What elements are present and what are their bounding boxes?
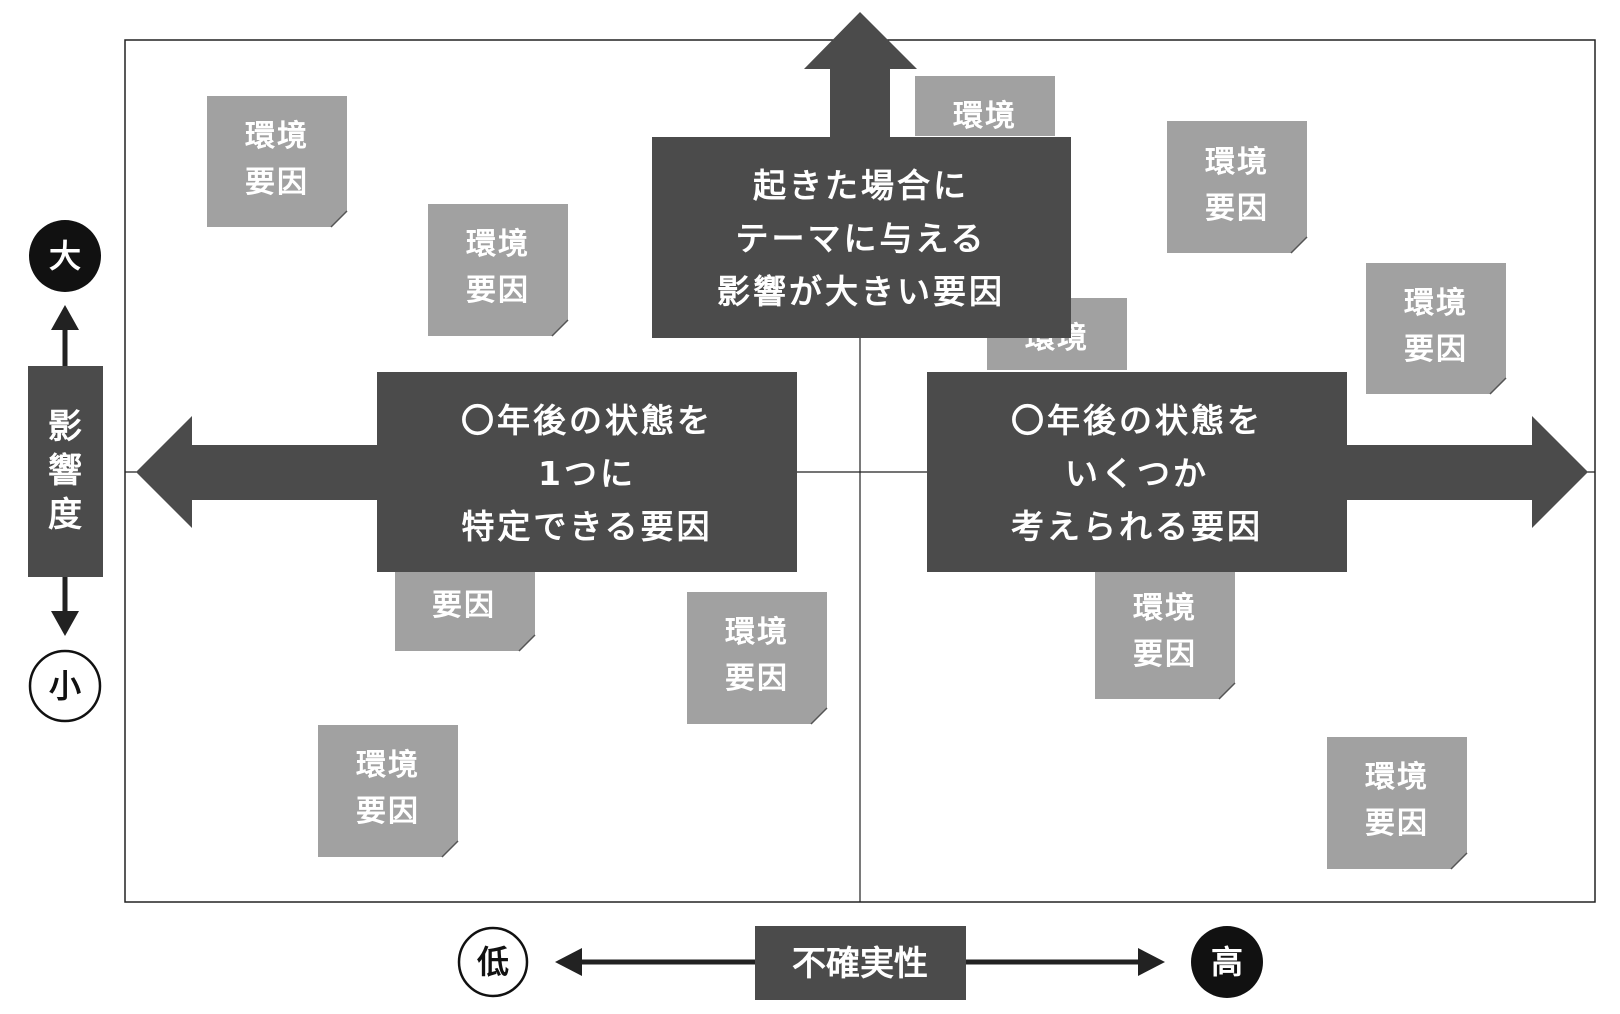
sticky-note: 環境 要因	[428, 204, 569, 337]
impact-label-box	[28, 366, 103, 577]
low-impact-label: 小	[49, 667, 81, 705]
high-impact-label: 大	[49, 237, 81, 275]
left-box-line: 〇年後の状態を	[461, 401, 713, 440]
top-box-line: 起きた場合に	[753, 166, 969, 205]
right-box: 〇年後の状態を いくつか 考えられる要因	[927, 372, 1347, 572]
right-arrow	[1340, 416, 1588, 528]
right-box-line: 考えられる要因	[1011, 507, 1263, 546]
impact-label-char: 影	[48, 407, 82, 447]
note-line1: 環境	[245, 119, 309, 154]
note-line2: 要因	[432, 588, 496, 623]
sticky-note: 環境 要因	[318, 725, 459, 858]
note-line1: 環境	[1205, 145, 1269, 180]
sticky-note: 要因	[395, 565, 536, 652]
low-uncertainty-label: 低	[477, 943, 509, 981]
horizontal-axis: 低 不確実性 高	[457, 926, 1263, 1000]
note-line1: 環境	[1133, 591, 1197, 626]
low-uncertainty-badge	[457, 926, 529, 998]
vertical-axis: 大 影 響 度 小	[28, 220, 103, 723]
sticky-note: 環境 要因	[207, 96, 348, 228]
sticky-note: 環境 要因	[1366, 263, 1507, 395]
right-box-line: いくつか	[1065, 454, 1209, 493]
note-line2: 要因	[725, 661, 789, 696]
sticky-note: 環境 要因	[1095, 565, 1236, 700]
note-line1: 環境	[356, 748, 420, 783]
left-arrow	[136, 416, 380, 528]
note-line1: 環境	[1404, 286, 1468, 321]
top-arrow	[804, 12, 917, 140]
note-line1: 環境	[725, 615, 789, 650]
uncertainty-label: 不確実性	[792, 944, 928, 984]
low-impact-badge	[28, 649, 102, 723]
note-line2: 要因	[1404, 332, 1468, 367]
sticky-note: 環境 要因	[687, 592, 828, 725]
high-uncertainty-label: 高	[1211, 943, 1243, 981]
sticky-note: 環境 要因	[1167, 121, 1308, 254]
high-impact-badge	[29, 220, 101, 292]
note-line1: 環境	[1365, 760, 1429, 795]
note-line2: 要因	[356, 794, 420, 829]
right-box-line: 〇年後の状態を	[1011, 401, 1263, 440]
note-line2: 要因	[245, 165, 309, 200]
sticky-note: 環境	[915, 76, 1055, 136]
uncertainty-label-box	[755, 926, 966, 1000]
impact-label-char: 響	[48, 451, 82, 491]
note-line1: 環境	[953, 99, 1017, 134]
sticky-note: 環境 要因	[1327, 737, 1468, 870]
note-line2: 要因	[1365, 806, 1429, 841]
left-box: 〇年後の状態を 1つに 特定できる要因	[377, 372, 797, 572]
impact-label-char: 度	[48, 495, 82, 535]
top-box-line: 影響が大きい要因	[717, 272, 1005, 311]
note-line1: 環境	[466, 227, 530, 262]
left-box-line: 特定できる要因	[461, 507, 712, 546]
top-box: 起きた場合に テーマに与える 影響が大きい要因	[652, 137, 1071, 338]
left-box-line: 1つに	[538, 454, 636, 493]
high-uncertainty-badge	[1191, 926, 1263, 998]
note-line2: 要因	[1133, 637, 1197, 672]
top-box-line: テーマに与える	[735, 219, 986, 258]
note-line2: 要因	[1205, 191, 1269, 226]
note-line2: 要因	[466, 273, 530, 308]
